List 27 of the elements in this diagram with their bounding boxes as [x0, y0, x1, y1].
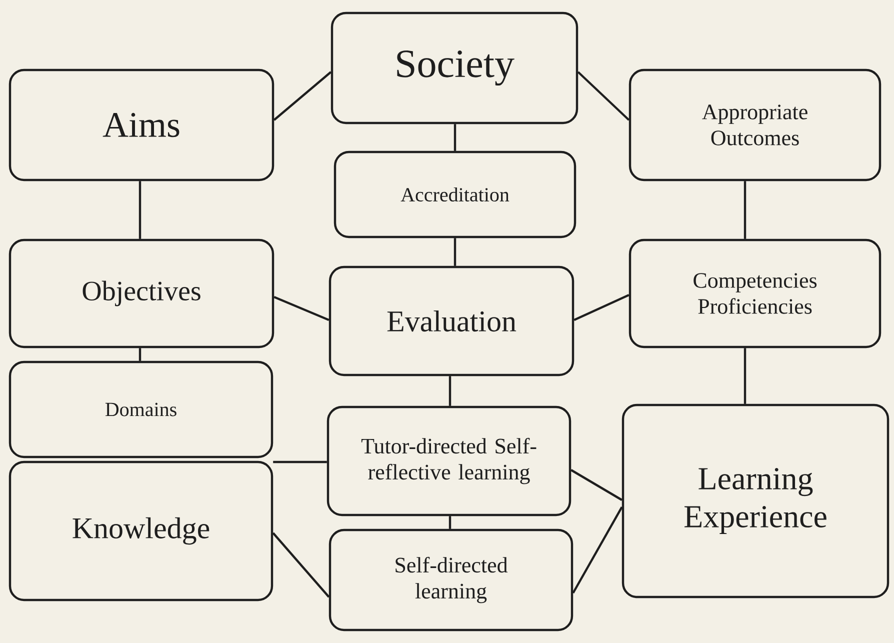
- rounded-box: Learning Experience: [622, 404, 890, 598]
- connector-line: [454, 238, 456, 266]
- rounded-box: Evaluation: [328, 266, 574, 376]
- connector-line: [572, 506, 623, 594]
- rounded-box: Knowledge: [8, 460, 274, 602]
- connector-line: [274, 296, 330, 322]
- connector-line: [744, 181, 746, 239]
- connector-line: [138, 181, 142, 239]
- connector-line: [448, 376, 452, 406]
- connector-line: [448, 516, 452, 529]
- rounded-box: Competencies Proficiencies: [628, 238, 882, 348]
- connector-line: [454, 124, 456, 151]
- connector-line: [273, 71, 332, 121]
- connector-line: [574, 294, 630, 321]
- rounded-box: Society: [330, 12, 578, 124]
- rounded-box: Domains: [8, 360, 274, 458]
- connector-line: [577, 71, 630, 121]
- rounded-box: Self-directed learning: [328, 528, 574, 632]
- connector-line: [744, 348, 746, 404]
- rounded-box: Tutor-directed Self-reflective learning: [326, 406, 572, 516]
- rounded-box: Appropriate Outcomes: [628, 68, 882, 182]
- rounded-box: Accreditation: [334, 150, 576, 238]
- rounded-box: Objectives: [8, 238, 274, 348]
- connector-line: [272, 532, 330, 598]
- connector-line: [138, 348, 142, 361]
- rounded-box: Aims: [8, 68, 274, 182]
- connector-line: [570, 469, 622, 501]
